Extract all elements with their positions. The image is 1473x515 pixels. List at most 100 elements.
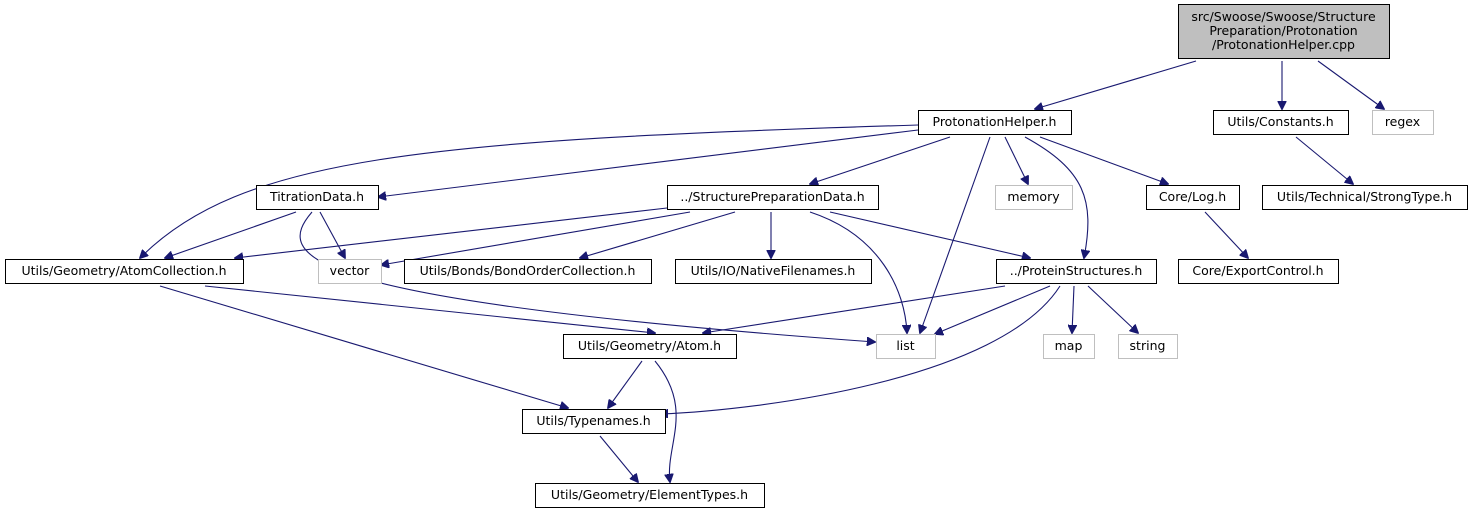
edge-line [1087, 285, 1138, 333]
edge-line [920, 136, 991, 333]
edge-root-to-protonation-helper-h [1035, 60, 1197, 109]
edge-protonation-helper-h-to-list [920, 136, 991, 333]
edge-line [1204, 211, 1248, 258]
node-typenames-h[interactable]: Utils/Typenames.h [522, 409, 666, 434]
edge-line [140, 124, 919, 258]
node-vector: vector [318, 259, 382, 284]
node-element-types-h[interactable]: Utils/Geometry/ElementTypes.h [535, 483, 765, 508]
edge-protein-structures-h-to-typenames-h [660, 285, 1061, 414]
edge-atom-h-to-element-types-h [654, 360, 677, 482]
edge-atom-collection-h-to-typenames-h [159, 285, 568, 408]
node-label: Utils/Geometry/AtomCollection.h [21, 263, 226, 278]
node-label: map [1055, 338, 1083, 353]
edge-line [235, 207, 668, 258]
node-list: list [876, 334, 936, 359]
edge-protonation-helper-h-to-protein-structures-h [1024, 136, 1088, 258]
node-protonation-helper-h[interactable]: ProtonationHelper.h [918, 110, 1072, 135]
edge-protonation-helper-h-to-memory [1004, 136, 1028, 184]
node-label: Utils/Geometry/ElementTypes.h [551, 487, 748, 502]
node-utils-constants-h[interactable]: Utils/Constants.h [1213, 110, 1349, 135]
edge-protonation-helper-h-to-structure-preparation-data-h [810, 136, 951, 184]
node-label: Utils/Bonds/BondOrderCollection.h [420, 263, 636, 278]
node-box [404, 259, 652, 284]
node-box [1372, 110, 1434, 135]
edge-protein-structures-h-to-map [1072, 285, 1074, 333]
node-label: Utils/IO/NativeFilenames.h [691, 263, 856, 278]
node-label: Utils/Geometry/Atom.h [578, 338, 721, 353]
node-label: Utils/Technical/StrongType.h [1277, 189, 1452, 204]
node-structure-preparation-data-h[interactable]: ../StructurePreparationData.h [667, 185, 879, 210]
node-atom-h[interactable]: Utils/Geometry/Atom.h [563, 334, 737, 359]
edge-structure-preparation-data-h-to-list [809, 211, 907, 333]
node-box [535, 483, 765, 508]
edge-line [204, 285, 655, 333]
edge-protonation-helper-h-to-titration-data-h [378, 129, 919, 197]
node-label: Utils/Constants.h [1227, 114, 1333, 129]
edge-line [935, 285, 1051, 334]
edge-atom-collection-h-to-atom-h [204, 285, 655, 333]
edge-utils-constants-h-to-strong-type-h [1295, 136, 1353, 184]
edge-line [378, 129, 919, 197]
edge-titration-data-h-to-atom-collection-h [165, 211, 297, 258]
node-root[interactable]: src/Swoose/Swoose/StructurePreparation/P… [1178, 4, 1390, 59]
edge-core-log-h-to-export-control-h [1204, 211, 1248, 258]
node-label: ../ProteinStructures.h [1010, 263, 1143, 278]
node-box [1043, 334, 1095, 359]
nodes-layer: src/Swoose/Swoose/StructurePreparation/P… [5, 4, 1468, 508]
edge-line [810, 136, 951, 184]
node-box [318, 259, 382, 284]
node-native-filenames-h[interactable]: Utils/IO/NativeFilenames.h [675, 259, 872, 284]
edge-line [165, 211, 297, 258]
edge-line [809, 211, 907, 333]
node-label: src/Swoose/Swoose/Structure [1191, 9, 1376, 24]
node-label: ../StructurePreparationData.h [680, 189, 864, 204]
node-label: Preparation/Protonation [1209, 23, 1357, 38]
node-memory: memory [995, 185, 1073, 210]
node-atom-collection-h[interactable]: Utils/Geometry/AtomCollection.h [5, 259, 244, 284]
edge-protonation-helper-h-to-atom-collection-h [140, 124, 919, 258]
edge-line [1024, 136, 1088, 258]
node-export-control-h[interactable]: Core/ExportControl.h [1178, 259, 1339, 284]
edge-protonation-helper-h-to-core-log-h [1039, 136, 1168, 184]
node-label: list [896, 338, 914, 353]
node-bond-order-collection-h[interactable]: Utils/Bonds/BondOrderCollection.h [404, 259, 652, 284]
edge-line [1004, 136, 1028, 184]
edge-line [599, 435, 638, 482]
node-label: string [1130, 338, 1166, 353]
node-box [675, 259, 872, 284]
node-protein-structures-h[interactable]: ../ProteinStructures.h [996, 259, 1157, 284]
node-box [995, 185, 1073, 210]
edge-structure-preparation-data-h-to-bond-order-collection-h [580, 211, 736, 258]
node-box [1178, 259, 1339, 284]
node-label: ProtonationHelper.h [933, 114, 1057, 129]
edge-line [1039, 136, 1168, 184]
edge-structure-preparation-data-h-to-atom-collection-h [235, 207, 668, 258]
edge-line [1035, 60, 1197, 109]
node-box [667, 185, 879, 210]
edge-line [159, 285, 568, 408]
node-core-log-h[interactable]: Core/Log.h [1146, 185, 1240, 210]
node-map: map [1043, 334, 1095, 359]
node-box [5, 259, 244, 284]
edge-line [1295, 136, 1353, 184]
node-string: string [1118, 334, 1178, 359]
node-box [1118, 334, 1178, 359]
node-label: /ProtonationHelper.cpp [1212, 37, 1355, 52]
node-label: Core/ExportControl.h [1192, 263, 1323, 278]
edge-line [319, 211, 345, 258]
edge-line [608, 360, 643, 408]
node-box [1262, 185, 1468, 210]
edge-line [1072, 285, 1074, 333]
edge-structure-preparation-data-h-to-protein-structures-h [829, 211, 1030, 258]
edge-protein-structures-h-to-atom-h [703, 285, 1006, 333]
edge-protein-structures-h-to-list [935, 285, 1051, 334]
node-titration-data-h[interactable]: TitrationData.h [256, 185, 379, 210]
node-strong-type-h[interactable]: Utils/Technical/StrongType.h [1262, 185, 1468, 210]
edge-atom-h-to-typenames-h [608, 360, 643, 408]
node-box [1178, 4, 1390, 59]
node-box [563, 334, 737, 359]
node-box [256, 185, 379, 210]
node-box [876, 334, 936, 359]
edge-typenames-h-to-element-types-h [599, 435, 638, 482]
